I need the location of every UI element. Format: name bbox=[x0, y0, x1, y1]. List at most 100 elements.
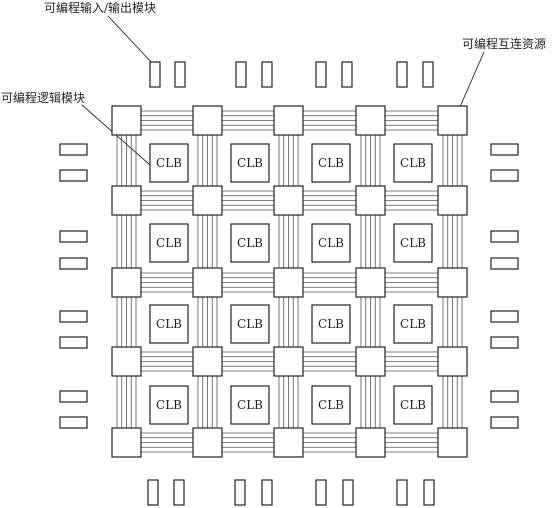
switch-matrix-boxes bbox=[111, 105, 468, 458]
io-pad bbox=[234, 479, 246, 506]
leader-line bbox=[107, 15, 154, 65]
clb-block: CLB bbox=[393, 385, 433, 425]
io-pad bbox=[261, 479, 273, 506]
io-pad bbox=[235, 61, 247, 88]
switch-box bbox=[355, 346, 386, 377]
io-pad bbox=[396, 61, 408, 88]
clb-label: CLB bbox=[237, 317, 263, 331]
clb-label: CLB bbox=[318, 156, 344, 170]
switch-box bbox=[273, 427, 304, 458]
leader-lines bbox=[81, 15, 485, 173]
io-pad bbox=[59, 310, 88, 323]
clb-block: CLB bbox=[311, 304, 351, 344]
io-pad bbox=[174, 61, 186, 88]
clb-label: CLB bbox=[156, 317, 182, 331]
io-pad bbox=[59, 257, 88, 270]
switch-box bbox=[437, 185, 468, 216]
switch-box bbox=[192, 185, 223, 216]
clb-label: CLB bbox=[156, 236, 182, 250]
switch-box bbox=[437, 346, 468, 377]
clb-label: CLB bbox=[237, 156, 263, 170]
io-pad bbox=[59, 143, 88, 156]
io-pad bbox=[490, 416, 519, 429]
switch-box bbox=[111, 427, 142, 458]
clb-label: CLB bbox=[318, 317, 344, 331]
clb-block: CLB bbox=[393, 304, 433, 344]
clb-label: CLB bbox=[237, 398, 263, 412]
switch-box bbox=[111, 267, 142, 298]
switch-box bbox=[111, 105, 142, 136]
switch-box bbox=[355, 105, 386, 136]
switch-box bbox=[273, 346, 304, 377]
switch-box bbox=[192, 267, 223, 298]
switch-box bbox=[437, 105, 468, 136]
clb-blocks: CLB CLB CLB CLB CLB CLB CLB CLB CLB CLB CLB CLB CLB C… bbox=[149, 143, 433, 425]
io-pad bbox=[396, 479, 408, 506]
io-pad bbox=[59, 169, 88, 182]
clb-block: CLB bbox=[230, 385, 270, 425]
io-pad bbox=[490, 143, 519, 156]
switch-box bbox=[355, 185, 386, 216]
clb-block: CLB bbox=[149, 304, 189, 344]
io-pad bbox=[315, 479, 327, 506]
io-pad bbox=[490, 336, 519, 349]
clb-block: CLB bbox=[149, 143, 189, 183]
io-pad bbox=[173, 479, 185, 506]
switch-box bbox=[273, 105, 304, 136]
io-pad bbox=[59, 416, 88, 429]
clb-label: CLB bbox=[400, 156, 426, 170]
clb-label: CLB bbox=[400, 398, 426, 412]
clb-block: CLB bbox=[149, 223, 189, 263]
clb-block: CLB bbox=[230, 223, 270, 263]
switch-box bbox=[437, 427, 468, 458]
io-pad bbox=[341, 61, 353, 88]
switch-box bbox=[192, 346, 223, 377]
io-pads bbox=[59, 61, 519, 506]
logic-blocks-label: 可编程逻辑模块 bbox=[1, 91, 86, 105]
clb-block: CLB bbox=[149, 385, 189, 425]
switch-box bbox=[273, 267, 304, 298]
switch-box bbox=[273, 185, 304, 216]
switch-box bbox=[111, 346, 142, 377]
switch-box bbox=[192, 427, 223, 458]
clb-label: CLB bbox=[318, 236, 344, 250]
io-pad bbox=[59, 230, 88, 243]
clb-label: CLB bbox=[156, 156, 182, 170]
leader-line bbox=[81, 104, 159, 173]
clb-block: CLB bbox=[230, 143, 270, 183]
io-pad bbox=[149, 61, 161, 88]
leader-line bbox=[455, 51, 485, 117]
clb-block: CLB bbox=[393, 223, 433, 263]
clb-block: CLB bbox=[311, 385, 351, 425]
io-pad bbox=[490, 310, 519, 323]
clb-label: CLB bbox=[400, 317, 426, 331]
io-blocks-label: 可编程输入/输出模块 bbox=[44, 1, 157, 15]
io-pad bbox=[490, 390, 519, 403]
io-pad bbox=[261, 61, 273, 88]
clb-label: CLB bbox=[400, 236, 426, 250]
switch-box bbox=[192, 105, 223, 136]
switch-box bbox=[437, 267, 468, 298]
io-pad bbox=[147, 479, 159, 506]
switch-box bbox=[111, 185, 142, 216]
clb-block: CLB bbox=[393, 143, 433, 183]
io-pad bbox=[423, 479, 435, 506]
io-pad bbox=[422, 61, 434, 88]
switch-box bbox=[355, 427, 386, 458]
clb-block: CLB bbox=[230, 304, 270, 344]
io-pad bbox=[490, 257, 519, 270]
io-pad bbox=[490, 230, 519, 243]
clb-block: CLB bbox=[311, 143, 351, 183]
interconnect-label: 可编程互连资源 bbox=[462, 37, 547, 51]
switch-box bbox=[355, 267, 386, 298]
io-pad bbox=[59, 336, 88, 349]
clb-label: CLB bbox=[156, 398, 182, 412]
clb-label: CLB bbox=[318, 398, 344, 412]
io-pad bbox=[490, 169, 519, 182]
io-pad bbox=[342, 479, 354, 506]
clb-block: CLB bbox=[311, 223, 351, 263]
io-pad bbox=[315, 61, 327, 88]
clb-label: CLB bbox=[237, 236, 263, 250]
io-pad bbox=[59, 390, 88, 403]
